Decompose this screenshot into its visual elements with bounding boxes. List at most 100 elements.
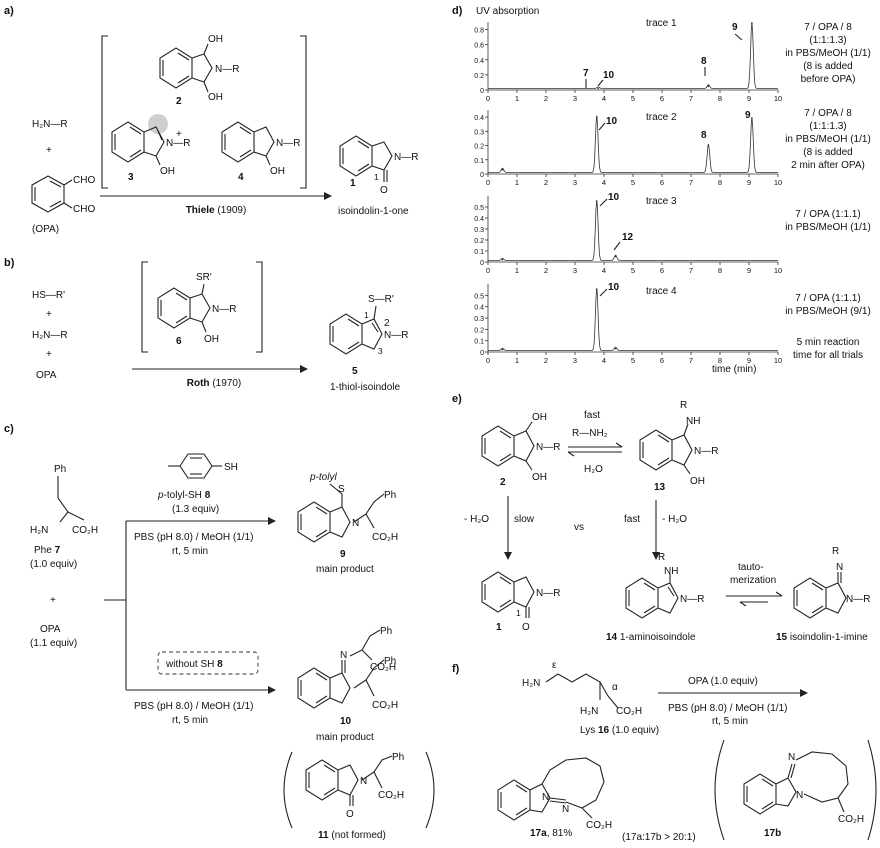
c-cond1-bottom: PBS (pH 8.0) / MeOH (1/1) <box>134 701 253 712</box>
a-cho-top: CHO <box>73 175 95 186</box>
b-intermediate-bracket <box>141 261 263 353</box>
c-thiol-structure <box>168 453 222 479</box>
e-s15-label: 15 isoindolin-1-imine <box>776 632 868 643</box>
a-s4-oh: OH <box>270 166 285 177</box>
c-cond2-bottom: rt, 5 min <box>172 715 208 726</box>
f-reaction-arrow <box>658 689 808 697</box>
panel-a-label: a) <box>4 5 14 17</box>
x-tick-label: 4 <box>602 356 606 365</box>
peak-marker <box>501 168 504 171</box>
f-17a-label: 17a, 81% <box>530 828 572 839</box>
e-right-fast: fast <box>624 514 640 525</box>
c-p9-s: S <box>338 484 345 495</box>
f-lys-name: Lys 16 (1.0 equiv) <box>580 725 659 736</box>
f-product-17b <box>743 751 849 815</box>
x-tick-label: 4 <box>602 178 606 187</box>
d-c2-line1: 7 / OPA / 8 <box>804 108 852 119</box>
x-tick-label: 3 <box>573 356 577 365</box>
a-s2-oh-bottom: OH <box>208 92 223 103</box>
c-p9-caption: main product <box>316 564 374 575</box>
c-p9-ptolyl: p-tolyl <box>309 472 337 483</box>
c-p10-co2h2: CO₂H <box>372 700 398 711</box>
a-amine: H₂N—R <box>32 119 68 130</box>
d-conditions: 7 / OPA / 8 (1:1:1.3) in PBS/MeOH (1/1) … <box>785 22 871 361</box>
y-tick-label: 0.5 <box>474 205 484 212</box>
trace-line-3 <box>488 199 778 261</box>
e-down-arrows <box>504 496 660 560</box>
d-trace4-name: trace 4 <box>646 286 677 297</box>
x-tick-label: 2 <box>544 178 548 187</box>
a-opa-label: (OPA) <box>32 224 59 235</box>
a-struct-2 <box>159 43 213 93</box>
c-phe-equiv: (1.0 equiv) <box>30 559 77 570</box>
x-tick-label: 8 <box>718 178 722 187</box>
e-struct-1 <box>481 571 535 618</box>
d-ylabel: UV absorption <box>476 6 539 17</box>
e-slow: slow <box>514 514 535 525</box>
y-tick-label: 0.6 <box>474 43 484 50</box>
e-s2-nr: N—R <box>536 442 560 453</box>
b-reaction-arrow <box>132 365 308 373</box>
b-p5-num: 5 <box>352 366 358 377</box>
c-without-box <box>157 651 259 675</box>
e-s2-num: 2 <box>500 477 506 488</box>
c-product-9 <box>297 483 385 543</box>
d-trace2-name: trace 2 <box>646 112 677 123</box>
e-tauto-arrows <box>726 591 783 607</box>
c-p11-o: O <box>346 809 354 820</box>
a-p1-nr: N—R <box>394 152 418 163</box>
y-tick-label: 0.1 <box>474 339 484 346</box>
d-c3-line2: in PBS/MeOH (1/1) <box>785 222 871 233</box>
a-struct-4 <box>221 121 275 166</box>
f-opa-cond: OPA (1.0 equiv) <box>688 676 758 687</box>
b-thiol: HS—R' <box>32 290 65 301</box>
c-p10-co2h1: CO₂H <box>370 662 396 673</box>
c-phe-co2h: CO₂H <box>72 525 98 536</box>
b-p5-sr: S—R' <box>368 294 394 305</box>
y-tick-label: 0 <box>480 88 484 95</box>
f-eps: ε <box>552 660 557 671</box>
peak-marker <box>595 288 598 291</box>
x-tick-label: 0 <box>486 356 490 365</box>
c-thiol-name: p-tolyl-SH 8 <box>157 490 211 501</box>
panel-b-label: b) <box>4 257 15 269</box>
c-p10-ph2: Ph <box>384 656 396 667</box>
e-s2-oh-top: OH <box>532 412 547 423</box>
c-thiol-equiv: (1.3 equiv) <box>172 504 219 515</box>
y-tick-label: 0.4 <box>474 216 484 223</box>
d-t3-peak-12: 12 <box>622 232 634 243</box>
c-p11-caption: 11 (not formed) <box>318 830 386 841</box>
x-tick-label: 1 <box>515 178 519 187</box>
y-tick-label: 0 <box>480 172 484 179</box>
y-tick-label: 0.2 <box>474 144 484 151</box>
f-17a-co2h: CO₂H <box>586 820 612 831</box>
d-c1-line2: (1:1:1.3) <box>809 35 846 46</box>
x-tick-label: 1 <box>515 266 519 275</box>
y-tick-label: 0.5 <box>474 293 484 300</box>
x-tick-label: 4 <box>602 94 606 103</box>
d-t2-peak-10: 10 <box>606 116 618 127</box>
e-struct-13 <box>639 423 693 475</box>
x-tick-label: 2 <box>544 94 548 103</box>
a-s3-oh: OH <box>160 166 175 177</box>
f-17b-label: 17b <box>764 828 781 839</box>
c-product-10 <box>297 629 385 709</box>
peak-marker <box>751 117 753 120</box>
c-p9-num: 9 <box>340 549 346 560</box>
y-tick-label: 0 <box>480 260 484 267</box>
panel-c-label: c) <box>4 423 14 435</box>
x-tick-label: 2 <box>544 266 548 275</box>
x-tick-label: 1 <box>515 356 519 365</box>
b-amine: H₂N—R <box>32 330 68 341</box>
a-cho-bottom: CHO <box>73 204 95 215</box>
b-s6-num: 6 <box>176 336 182 347</box>
x-tick-label: 8 <box>718 356 722 365</box>
c-p11-paren-right <box>425 751 435 829</box>
f-17a-n1: N <box>542 792 549 803</box>
c-p10-n: N <box>340 650 347 661</box>
y-tick-label: 0.4 <box>474 305 484 312</box>
x-tick-label: 9 <box>747 178 751 187</box>
y-tick-label: 0.2 <box>474 73 484 80</box>
e-water: H₂O <box>584 464 603 475</box>
b-p5-pos1: 1 <box>364 310 369 320</box>
